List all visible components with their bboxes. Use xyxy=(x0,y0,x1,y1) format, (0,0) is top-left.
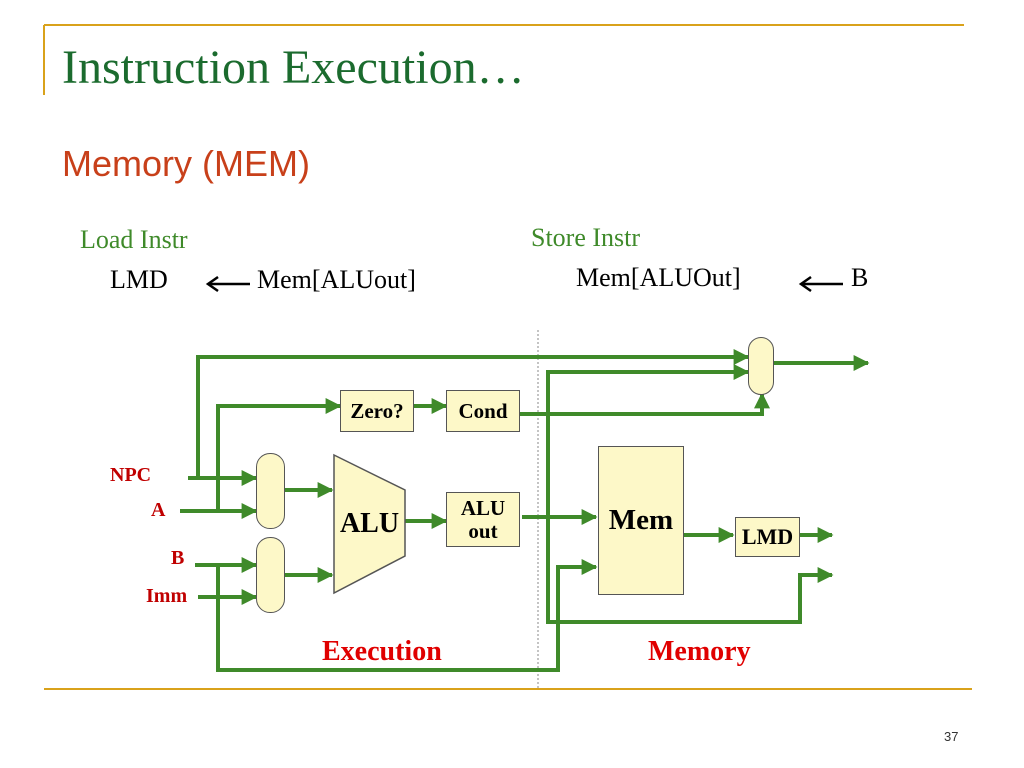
b-label: B xyxy=(171,547,185,569)
aluout-passthrough-wire xyxy=(546,517,834,624)
lmd-block-label: LMD xyxy=(741,524,794,550)
alu-label: ALU xyxy=(339,508,400,539)
aluout-label-line2: out xyxy=(468,518,498,543)
aluout-block: ALU out xyxy=(446,492,520,547)
store-rhs: B xyxy=(851,263,869,292)
mem-block: Mem xyxy=(598,446,684,595)
memory-section-label: Memory xyxy=(648,636,751,667)
cond-block-label: Cond xyxy=(458,398,508,423)
alu-bottom-mux xyxy=(256,537,285,613)
slide-title: Instruction Execution… xyxy=(62,41,525,94)
aluout-label-line1: ALU xyxy=(460,496,506,521)
slide-subtitle: Memory (MEM) xyxy=(62,143,310,184)
alu-block xyxy=(333,453,406,595)
load-instr-header: Load Instr xyxy=(80,225,188,254)
npc-label: NPC xyxy=(110,464,152,486)
store-lhs: Mem[ALUOut] xyxy=(576,263,741,292)
a-to-zero-wire xyxy=(216,398,342,511)
a-label: A xyxy=(151,499,166,521)
load-lhs: LMD xyxy=(110,265,168,294)
execution-section-label: Execution xyxy=(322,636,442,667)
store-instr-header: Store Instr xyxy=(531,223,641,252)
aluout-to-mux-wire xyxy=(546,364,750,517)
load-rhs: Mem[ALUout] xyxy=(257,265,416,294)
lmd-block: LMD xyxy=(735,517,800,557)
output-mux xyxy=(748,337,774,395)
imm-label: Imm xyxy=(146,585,188,607)
cond-block: Cond xyxy=(446,390,520,432)
zero-block-label: Zero? xyxy=(350,398,404,423)
page-number: 37 xyxy=(944,729,959,744)
b-to-mem-wire xyxy=(216,559,598,672)
mem-block-label: Mem xyxy=(608,504,674,536)
zero-block: Zero? xyxy=(340,390,414,432)
cond-to-mux-wire xyxy=(520,392,770,416)
alu-top-mux xyxy=(256,453,285,529)
